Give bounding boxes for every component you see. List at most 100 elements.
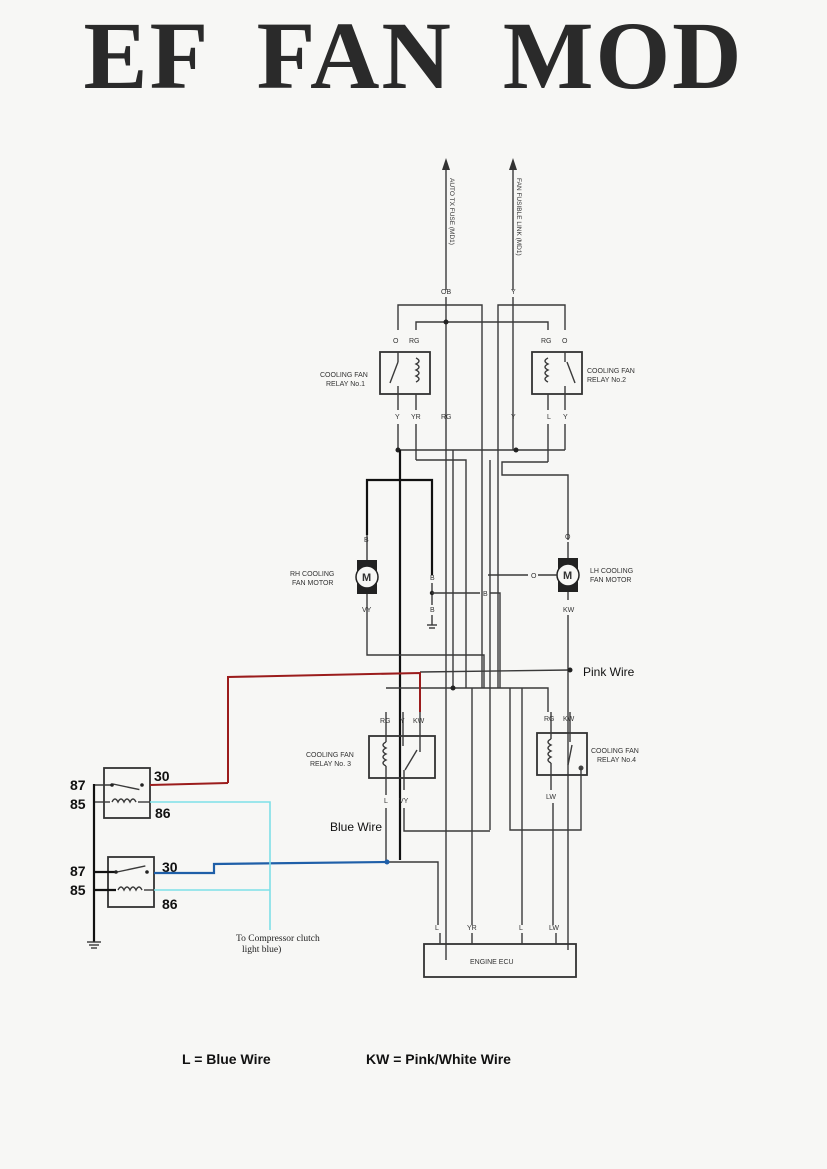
ground-branch: B B B: [427, 575, 501, 688]
motor-glyph: M: [563, 570, 572, 582]
legend-l: L = Blue Wire: [182, 1051, 271, 1067]
coil-icon: [414, 357, 420, 383]
coil-icon: [117, 886, 143, 892]
middle-wiring: [365, 447, 569, 860]
red-wire-to-30: [149, 782, 229, 786]
upper-wiring: [397, 297, 566, 960]
coil-icon: [111, 798, 137, 804]
motor-name: RH COOLING: [290, 571, 334, 578]
ecu-label: ENGINE ECU: [470, 959, 514, 966]
relay-box: [103, 767, 151, 819]
terminal-label: YR: [411, 414, 421, 421]
relay-box: [368, 735, 436, 779]
terminal-label: Y: [511, 289, 516, 296]
pin-87: 87: [70, 863, 86, 879]
pin-86: 86: [162, 896, 178, 912]
terminal-label: VY: [399, 798, 409, 805]
motor-glyph: M: [362, 572, 371, 584]
rh-fan-motor: M B VY RH COOLING FAN MOTOR: [290, 535, 485, 688]
compressor-note-2: light blue): [242, 944, 281, 955]
terminal-label: RG: [380, 718, 391, 725]
relay-sub: RELAY No.1: [326, 381, 365, 388]
terminal-label: L: [547, 414, 551, 421]
relay-name: COOLING FAN: [320, 372, 368, 379]
ecu-box: [423, 943, 577, 978]
pink-wire-bus: Pink Wire: [227, 665, 635, 783]
relay-2: RG O L Y COOLING FAN RELAY No.2: [531, 338, 635, 462]
relay-box: [531, 351, 583, 395]
wire-label: B: [430, 575, 435, 582]
relay-box: [107, 856, 155, 908]
feed-auto-tx-fuse: AUTO TX FUSE (MD1) OB: [441, 158, 455, 296]
terminal-label: B: [364, 537, 369, 544]
relay-sub: RELAY No.4: [597, 757, 636, 764]
terminal-label: O: [393, 338, 399, 345]
pin-30: 30: [162, 859, 178, 875]
wire-label-rg: RG: [441, 414, 452, 421]
aux-relay-1: 87 85 30 86: [70, 767, 171, 821]
red-wire: [227, 671, 421, 783]
aux-ground: [87, 784, 101, 949]
terminal-label: O: [565, 534, 571, 541]
light-blue-wire-1: [150, 801, 271, 930]
feed-label: FAN FUSIBLE LINK (MD1): [515, 178, 522, 256]
pin-87: 87: [70, 777, 86, 793]
relay-box: [379, 351, 431, 395]
page-title: EF FAN MOD: [83, 2, 744, 109]
coil-icon: [382, 741, 388, 767]
arrow-up-icon: [509, 158, 517, 170]
compressor-note: To Compressor clutch: [236, 934, 320, 944]
terminal-label: RG: [544, 716, 555, 723]
terminal-label: KW: [413, 718, 425, 725]
pin-85: 85: [70, 882, 86, 898]
terminal-label: L: [384, 798, 388, 805]
coil-icon: [544, 357, 550, 383]
motor-sub: FAN MOTOR: [292, 580, 333, 587]
terminal-label: RG: [409, 338, 420, 345]
motor-name: LH COOLING: [590, 568, 633, 575]
terminal-label: LW: [546, 794, 556, 801]
terminal-label: OB: [441, 289, 451, 296]
terminal-label: Y: [400, 718, 405, 725]
relay-sub: RELAY No. 3: [310, 761, 351, 768]
coil-icon: [547, 738, 553, 764]
wire-label-y: Y: [511, 414, 516, 421]
blue-wire: [154, 860, 387, 875]
terminal-label: YR: [467, 925, 477, 932]
terminal-label: L: [435, 925, 439, 932]
terminal-label: L: [519, 925, 523, 932]
relay-name: COOLING FAN: [587, 368, 635, 375]
relay-box: [536, 732, 588, 776]
terminal-label: O: [562, 338, 568, 345]
pin-30: 30: [154, 768, 170, 784]
arrow-up-icon: [442, 158, 450, 170]
legend-kw: KW = Pink/White Wire: [366, 1051, 511, 1067]
pin-86: 86: [155, 805, 171, 821]
terminal-label: KW: [563, 607, 575, 614]
pink-wire-label: Pink Wire: [583, 665, 635, 679]
relay-sub: RELAY No.2: [587, 377, 626, 384]
lh-fan-motor: O M O KW LH COOLING FAN MOTOR: [488, 534, 633, 950]
terminal-label: Y: [563, 414, 568, 421]
aux-relay-2: 87 85 30 86: [70, 856, 178, 912]
blue-wire-label: Blue Wire: [330, 820, 382, 834]
terminal-label: LW: [549, 925, 559, 932]
relay-1: O RG Y YR COOLING FAN RELAY No.1: [320, 338, 431, 460]
relay-3: RG Y KW L VY COOLING FAN RELAY No. 3: [306, 712, 490, 862]
pin-85: 85: [70, 796, 86, 812]
motor-icon: [355, 565, 379, 589]
engine-ecu: ENGINE ECU L YR L LW: [423, 925, 577, 978]
relay-name: COOLING FAN: [591, 748, 639, 755]
wire-label: B: [483, 591, 488, 598]
wire-label: B: [430, 607, 435, 614]
lower-wiring: [386, 688, 523, 925]
feed-label: AUTO TX FUSE (MD1): [448, 178, 455, 245]
terminal-label: RG: [541, 338, 552, 345]
terminal-label: Y: [395, 414, 400, 421]
relay-name: COOLING FAN: [306, 752, 354, 759]
feed-fan-fusible-link: FAN FUSIBLE LINK (MD1) Y: [509, 158, 522, 296]
motor-sub: FAN MOTOR: [590, 577, 631, 584]
relay-4: RG KW LW COOLING FAN RELAY No.4: [509, 688, 639, 925]
wire-label: O: [531, 573, 537, 580]
